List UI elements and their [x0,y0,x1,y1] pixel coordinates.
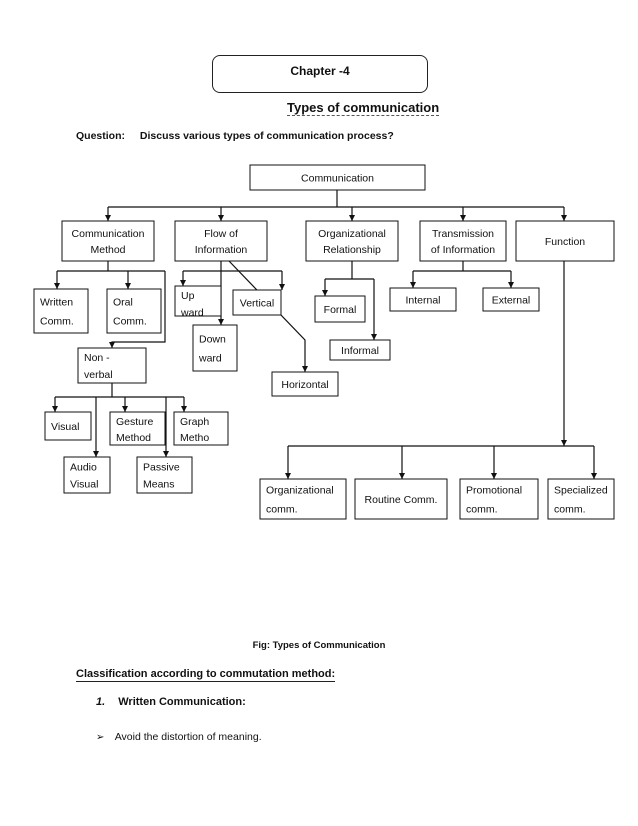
node-communication: Communication [249,164,426,191]
node-label: Comm. [113,316,147,328]
node-transmission-of-information: Transmission of Information [419,220,507,262]
node-label: Horizontal [281,379,328,391]
node-flow-of-information: Flow of Information [174,220,268,262]
node-routine-comm: Routine Comm. [354,478,448,520]
node-label: Non - [84,352,110,364]
node-label: Method [116,432,151,444]
node-vertical: Vertical [232,289,282,316]
node-downward: Down ward [192,324,238,372]
node-label: Gesture [116,416,154,428]
figure-caption: Fig: Types of Communication [252,640,386,651]
bullet-point: ➢ Avoid the distortion of meaning. [96,731,262,743]
connector-line [109,271,166,348]
node-label: Informal [341,345,379,357]
node-informal: Informal [329,339,391,361]
node-non-verbal: Non - verbal [77,347,147,384]
node-label: Function [545,236,585,248]
bullet-text: Avoid the distortion of meaning. [114,731,262,743]
node-label: Graph [180,416,209,428]
node-promotional-comm: Promotional comm. [459,478,539,520]
section-title: Types of communication [287,100,440,116]
node-label: Formal [324,304,357,316]
written-communication-item: 1. Written Communication: [96,696,246,708]
node-label: External [492,295,531,307]
node-organizational-comm: Organizational comm. [259,478,347,520]
node-external: External [482,287,540,312]
node-label: Flow of [204,228,238,240]
node-label: Organizational [318,228,386,240]
node-label: Information [195,244,248,256]
node-label: Vertical [240,298,274,310]
node-label: Promotional [466,485,522,497]
node-label: Means [143,479,175,491]
node-label: Up [181,290,195,302]
item-number: 1. [96,696,106,708]
node-visual: Visual [44,411,92,441]
question-label: Question: [76,130,125,142]
node-label: Routine Comm. [365,494,438,506]
classification-heading: Classification according to commutation … [76,668,336,682]
node-label: Audio [70,462,97,474]
node-label: Internal [405,295,440,307]
node-label: Down [199,334,226,346]
node-label: of Information [431,244,495,256]
node-internal: Internal [389,287,457,312]
node-label: Specialized [554,485,608,497]
question-text: Discuss various types of communication p… [139,130,394,142]
node-label: Comm. [40,316,74,328]
node-label: Visual [70,479,98,491]
node-label: comm. [266,504,298,516]
node-label: Written [40,297,73,309]
node-label: Method [90,244,125,256]
chapter-box: Chapter -4 [212,55,428,93]
connector-line [228,260,308,372]
node-function: Function [515,220,615,262]
node-label: comm. [554,504,586,516]
chapter-title: Chapter -4 [290,64,350,78]
node-specialized-comm: Specialized comm. [547,478,615,520]
node-horizontal: Horizontal [271,371,339,397]
node-formal: Formal [314,295,366,323]
node-label: Organizational [266,485,334,497]
item-label: Written Communication: [118,696,246,708]
node-label: Relationship [323,244,381,256]
node-label: Oral [113,297,133,309]
diagram-connectors [52,190,597,479]
node-label: Communication [301,173,374,185]
node-label: ward [198,353,222,365]
node-label: Passive [143,462,180,474]
bullet-arrow-icon: ➢ [96,732,105,743]
node-label: ward [180,307,204,319]
node-label: verbal [84,369,113,381]
question: Question: Discuss various types of commu… [76,130,394,142]
node-label: Communication [72,228,145,240]
node-upward: Up ward [174,285,222,319]
node-label: Metho [180,432,209,444]
node-label: Transmission [432,228,494,240]
node-label: comm. [466,504,498,516]
node-label: Visual [51,421,79,433]
